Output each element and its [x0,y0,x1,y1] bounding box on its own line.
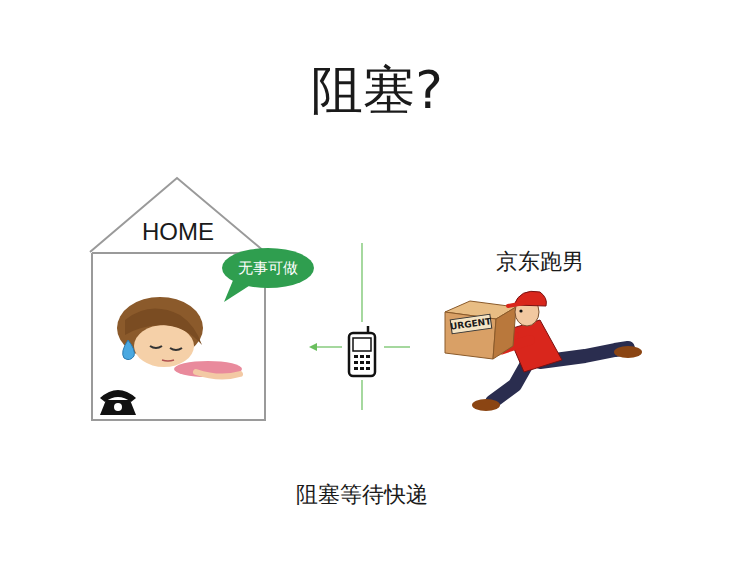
telephone-icon [100,390,136,415]
girl-figure [117,297,242,377]
courier-figure [445,291,642,411]
title: 阻塞? [311,59,443,121]
arrow-head [309,343,317,351]
house-shape [88,176,268,424]
speech-bubble: 无事可做 [222,248,314,288]
mobile-phone-icon [349,326,375,376]
bubble-text: 无事可做 [238,259,298,278]
house-outline-path [90,178,265,420]
courier-label: 京东跑男 [496,249,584,275]
house-outline: HOME [88,176,268,424]
node-title: HOME [142,218,214,246]
signal-lines [312,243,410,410]
caption: 阻塞等待快递 [296,482,428,508]
